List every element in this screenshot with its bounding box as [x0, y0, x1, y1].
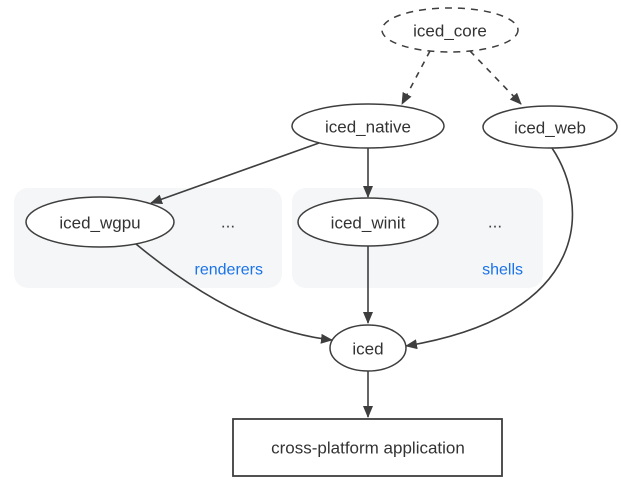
node-iced — [329, 324, 407, 372]
renderers-ellipsis: ... — [221, 213, 235, 232]
shells-group-label: shells — [482, 262, 523, 279]
renderers-group-label: renderers — [195, 262, 263, 279]
node-iced-web-label: iced_web — [514, 119, 586, 138]
node-iced-web — [482, 105, 618, 149]
node-iced-native — [291, 103, 445, 149]
node-iced-core-label: iced_core — [413, 22, 487, 41]
edge-iced-native-to-iced-wgpu — [150, 142, 320, 205]
shells-ellipsis: ... — [488, 213, 502, 232]
node-iced-winit — [297, 197, 439, 247]
node-iced-winit-label: iced_winit — [331, 214, 406, 233]
node-application-label: cross-platform application — [271, 439, 465, 458]
edge-iced-core-to-iced-native — [401, 50, 431, 105]
node-iced-wgpu-label: iced_wgpu — [59, 214, 140, 233]
node-iced-native-label: iced_native — [325, 118, 411, 137]
node-iced-wgpu — [25, 196, 175, 248]
edge-iced-wgpu-to-iced — [135, 243, 333, 344]
edge-iced-web-to-iced — [405, 147, 574, 350]
node-application-box — [232, 418, 503, 477]
edge-iced-core-to-iced-web — [469, 50, 522, 105]
node-iced-core — [381, 7, 519, 53]
node-iced-label: iced — [352, 340, 383, 359]
